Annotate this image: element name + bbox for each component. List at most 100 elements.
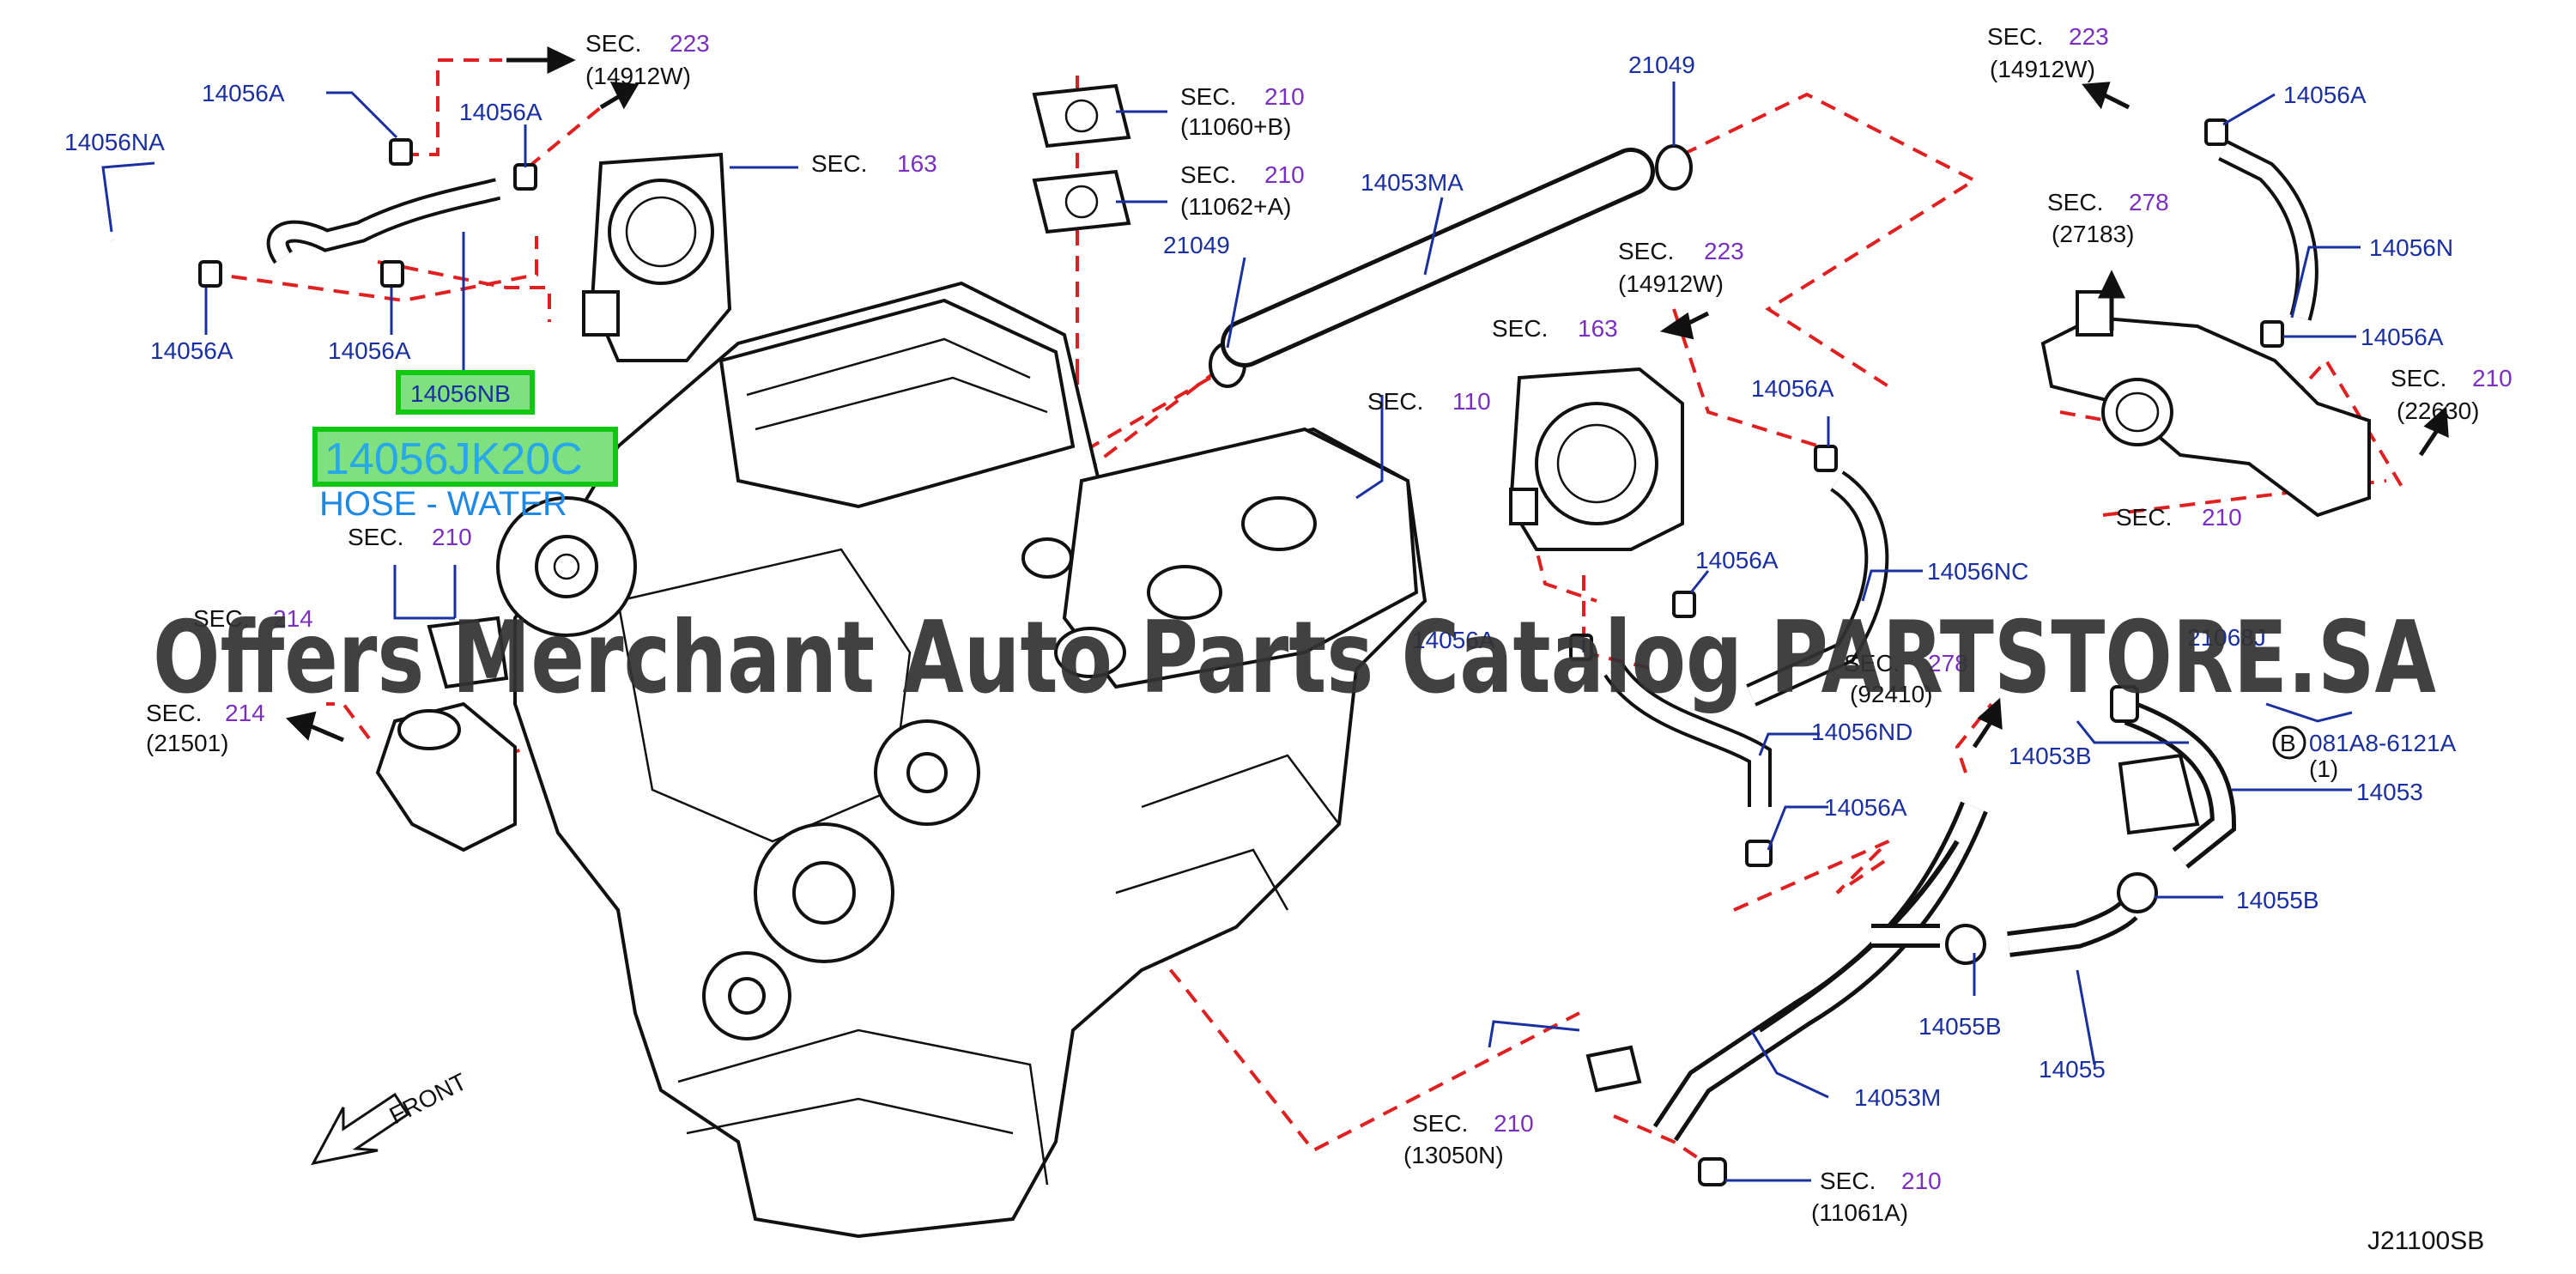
highlighted-part[interactable]: 14056NB 14056JK20C HOSE - WATER bbox=[312, 370, 618, 523]
sec-ref: (27183) bbox=[2052, 221, 2135, 247]
sec-prefix: SEC. bbox=[146, 700, 202, 726]
section-ref: SEC. 210 bbox=[348, 524, 472, 550]
part-label: 14056A bbox=[1695, 547, 1779, 573]
sec-number: 214 bbox=[273, 605, 313, 632]
section-ref: SEC. 210 (11062+A) bbox=[1180, 161, 1305, 220]
part-label: 14056ND bbox=[1811, 719, 1912, 745]
part-label: 14056A bbox=[1824, 794, 1907, 821]
direction-arrows bbox=[286, 46, 2449, 749]
sec-prefix: SEC. bbox=[1618, 238, 1674, 264]
sec-number: 210 bbox=[2472, 365, 2512, 391]
front-label: FRONT bbox=[385, 1068, 471, 1129]
part-label: 14053 bbox=[2356, 779, 2423, 805]
sec-ref: (92410) bbox=[1850, 681, 1933, 707]
part-label: 21068J bbox=[2187, 624, 2266, 651]
sec-prefix: SEC. bbox=[2116, 504, 2172, 531]
section-ref: SEC. 163 bbox=[1492, 315, 1618, 342]
highlight-small-box[interactable] bbox=[396, 370, 535, 415]
sec-prefix: SEC. bbox=[1844, 650, 1900, 676]
part-label: (1) bbox=[2309, 755, 2338, 782]
part-number-labels: 14056A 14056NA 14056A 14056A 14056A 2104… bbox=[64, 52, 2457, 1111]
section-ref: SEC. 223 (14912W) bbox=[1987, 23, 2109, 82]
section-ref: SEC. 163 bbox=[811, 150, 937, 177]
sec-prefix: SEC. bbox=[2047, 189, 2103, 215]
sec-number: 163 bbox=[897, 150, 937, 177]
section-references: SEC. 223 (14912W) SEC. 163 SEC. 210 (110… bbox=[146, 23, 2512, 1226]
sec-ref: (14912W) bbox=[1618, 270, 1724, 297]
section-ref: SEC. 210 (11060+B) bbox=[1180, 83, 1305, 140]
section-ref: SEC. 278 (92410) bbox=[1844, 650, 1968, 707]
part-label: 14056A bbox=[328, 337, 411, 364]
part-label: 14055B bbox=[2236, 887, 2319, 913]
section-ref: SEC. 214 bbox=[193, 605, 313, 632]
part-label: 21049 bbox=[1163, 232, 1230, 258]
sec-number: 210 bbox=[1264, 161, 1305, 188]
section-ref: SEC. 223 (14912W) bbox=[585, 30, 710, 89]
engine-block bbox=[496, 281, 1427, 1239]
bolt-callout-circle bbox=[2272, 725, 2306, 760]
section-ref: SEC. 214 (21501) bbox=[146, 700, 265, 756]
part-label: B bbox=[2280, 730, 2296, 756]
sec-ref: (11062+A) bbox=[1180, 193, 1291, 220]
sec-prefix: SEC. bbox=[2391, 365, 2446, 391]
section-ref: SEC. 210 (11061A) bbox=[1811, 1168, 1942, 1226]
part-label: 14056N bbox=[2369, 234, 2453, 261]
sec-number: 210 bbox=[1494, 1110, 1534, 1137]
part-label: 14056A bbox=[2361, 324, 2444, 350]
part-label: 14056NA bbox=[64, 129, 165, 155]
sec-number: 223 bbox=[2069, 23, 2109, 50]
section-ref: SEC. 223 (14912W) bbox=[1618, 238, 1744, 297]
highlight-big-box[interactable] bbox=[312, 427, 618, 487]
sec-number: 223 bbox=[1704, 238, 1744, 264]
highlight-small-part[interactable]: 14056NB bbox=[410, 380, 511, 407]
sec-prefix: SEC. bbox=[1987, 23, 2043, 50]
hoses bbox=[99, 134, 2318, 1142]
sec-prefix: SEC. bbox=[1180, 161, 1236, 188]
sec-prefix: SEC. bbox=[193, 605, 249, 632]
sec-prefix: SEC. bbox=[348, 524, 403, 550]
sec-prefix: SEC. bbox=[811, 150, 867, 177]
section-ref: SEC. 210 bbox=[2116, 504, 2242, 531]
part-label: 14056A bbox=[1412, 627, 1495, 653]
highlight-big-part[interactable]: 14056JK20C bbox=[324, 434, 583, 484]
sec-prefix: SEC. bbox=[585, 30, 641, 57]
sec-number: 210 bbox=[1901, 1168, 1942, 1194]
part-label: 21049 bbox=[1628, 52, 1695, 78]
section-ref: SEC. 110 bbox=[1367, 388, 1491, 415]
sec-number: 110 bbox=[1452, 388, 1491, 415]
sec-prefix: SEC. bbox=[1367, 388, 1423, 415]
diagram-code: J21100SB bbox=[2367, 1227, 2484, 1255]
sec-ref: (21501) bbox=[146, 730, 229, 756]
clamps bbox=[198, 118, 2284, 1186]
front-indicator: FRONT bbox=[311, 1068, 471, 1166]
part-label: 14053M bbox=[1854, 1084, 1941, 1111]
sec-prefix: SEC. bbox=[1412, 1110, 1468, 1137]
part-label: 14053B bbox=[2009, 743, 2092, 769]
sec-prefix: SEC. bbox=[1492, 315, 1548, 342]
water-outlets bbox=[375, 290, 2371, 852]
sec-number: 278 bbox=[2129, 189, 2169, 215]
sec-ref: (14912W) bbox=[1990, 56, 2095, 82]
part-label: 14055 bbox=[2039, 1056, 2106, 1083]
sec-ref: (22630) bbox=[2397, 397, 2480, 424]
sec-number: 210 bbox=[432, 524, 472, 550]
part-label: 14056A bbox=[1751, 375, 1834, 402]
leader-lines bbox=[101, 82, 2361, 1182]
part-label: 14055B bbox=[1918, 1013, 2002, 1040]
part-label: 14056A bbox=[202, 80, 285, 106]
watermark: Offers Merchant Auto Parts Catalog PARTS… bbox=[153, 600, 2436, 716]
sec-number: 214 bbox=[225, 700, 265, 726]
section-ref: SEC. 210 (13050N) bbox=[1403, 1110, 1534, 1168]
part-label: 14056A bbox=[2283, 82, 2367, 108]
sec-number: 223 bbox=[670, 30, 710, 57]
part-label: 14056A bbox=[459, 99, 542, 125]
sec-number: 210 bbox=[2202, 504, 2242, 531]
sec-ref: (14912W) bbox=[585, 63, 691, 89]
sec-ref: (11060+B) bbox=[1180, 113, 1291, 140]
sec-ref: (11061A) bbox=[1811, 1199, 1908, 1226]
part-label: 081A8-6121A bbox=[2309, 730, 2457, 756]
sec-prefix: SEC. bbox=[1180, 83, 1236, 110]
sec-prefix: SEC. bbox=[1820, 1168, 1876, 1194]
part-label: 14053MA bbox=[1361, 169, 1464, 196]
